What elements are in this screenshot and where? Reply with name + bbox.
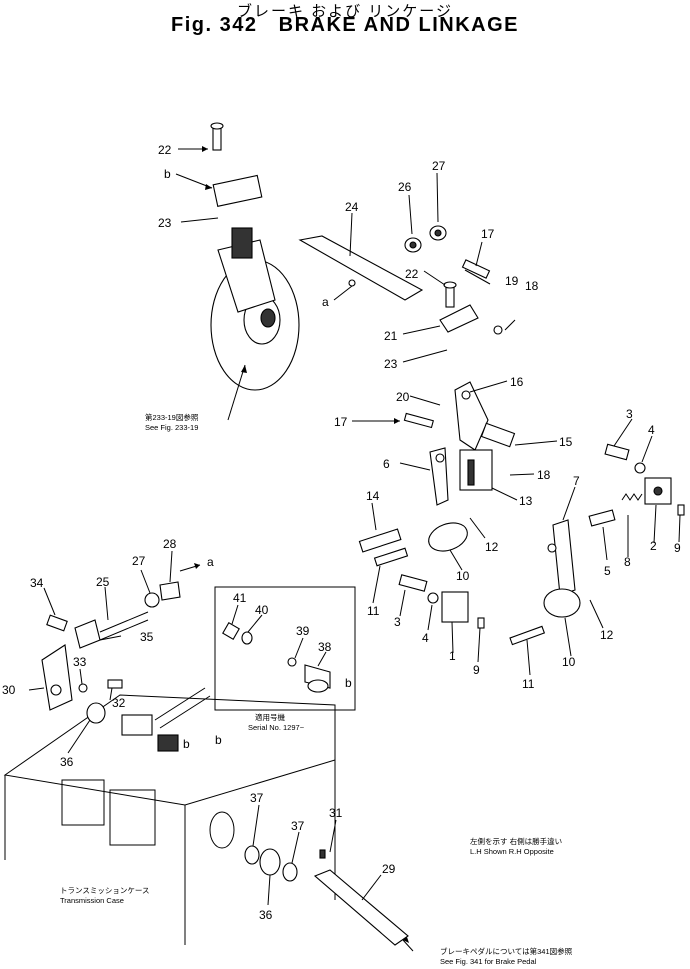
figure-title: BRAKE AND LINKAGE xyxy=(278,14,519,36)
part-label: 18 xyxy=(537,468,551,482)
part-label: 35 xyxy=(140,630,154,644)
part-label: 34 xyxy=(30,576,44,590)
figure-number: Fig. 342 xyxy=(171,14,258,36)
part-label: 4 xyxy=(648,423,655,437)
part-label: 3 xyxy=(394,615,401,629)
part-label: 12 xyxy=(485,540,499,554)
part-label: 3 xyxy=(626,407,633,421)
part-label: 25 xyxy=(96,575,110,589)
part-label: b xyxy=(183,737,190,751)
note-pedal-jp: ブレーキペダルについては第341図参照 xyxy=(440,946,573,956)
part-label: 22 xyxy=(158,143,172,157)
part-label: 21 xyxy=(384,329,398,343)
part-label: 37 xyxy=(291,819,305,833)
part-label: 11 xyxy=(367,604,380,618)
part-label: b xyxy=(215,733,222,747)
part-number-labels: 22 27 26 24 17 22 19 18 21 23 20 16 17 1… xyxy=(2,143,681,922)
part-label: 16 xyxy=(510,375,524,389)
bracket-13-lever-6 xyxy=(429,447,493,506)
part-label: 18 xyxy=(525,279,539,293)
note-lh-en: L.H Shown R.H Opposite xyxy=(470,847,554,856)
clevis-21 xyxy=(439,304,516,335)
adjuster-right xyxy=(588,443,685,527)
part-label: 33 xyxy=(73,655,87,669)
part-label: 9 xyxy=(473,663,480,677)
part-label: a xyxy=(207,555,214,569)
part-label: 36 xyxy=(259,908,273,922)
note-transmission-en: Transmission Case xyxy=(60,896,124,905)
transmission-case xyxy=(3,694,336,945)
part-label: b xyxy=(345,676,352,690)
part-label: 6 xyxy=(383,457,390,471)
part-label: 39 xyxy=(296,624,310,638)
part-label: 30 xyxy=(2,683,16,697)
shaft-29-and-seals xyxy=(244,845,409,946)
part-label: 17 xyxy=(334,415,348,429)
pins-and-pads xyxy=(358,522,581,646)
annotation-notes: 第233-19図参照 See Fig. 233-19 適用号機 Serial N… xyxy=(60,412,573,966)
part-label: 1 xyxy=(449,649,456,663)
part-label: 23 xyxy=(158,216,172,230)
lever-7 xyxy=(547,519,576,596)
nuts-26-27 xyxy=(404,225,447,253)
note-serial-jp: 適用号機 xyxy=(255,712,285,722)
part-label: 29 xyxy=(382,862,396,876)
part-label: 38 xyxy=(318,640,332,654)
arrow-heads xyxy=(194,146,409,943)
part-label: a xyxy=(322,295,329,309)
part-label: 10 xyxy=(562,655,576,669)
part-label: 10 xyxy=(456,569,470,583)
note-see-fig-233-en: See Fig. 233-19 xyxy=(145,423,198,432)
note-transmission-jp: トランスミッションケース xyxy=(60,886,149,895)
part-label: 26 xyxy=(398,180,412,194)
pins-upper xyxy=(443,259,491,308)
bell-crank-16 xyxy=(403,381,516,451)
leader-lines xyxy=(28,148,681,952)
detail-inset xyxy=(214,586,356,711)
part-label: 27 xyxy=(432,159,446,173)
part-label: 4 xyxy=(422,631,429,645)
part-label: 12 xyxy=(600,628,614,642)
part-label: b xyxy=(164,167,171,181)
part-label: 20 xyxy=(396,390,410,404)
part-label: 13 xyxy=(519,494,533,508)
title-japanese: ブレーキ および リンケージ xyxy=(236,3,454,20)
part-label: 37 xyxy=(250,791,264,805)
title-english: Fig. 342 BRAKE AND LINKAGE xyxy=(0,14,690,37)
note-lh-jp: 左側を示す 右側は勝手違い xyxy=(470,836,562,846)
part-label: 23 xyxy=(384,357,398,371)
part-label: 9 xyxy=(674,541,681,555)
part-label: 36 xyxy=(60,755,74,769)
note-see-fig-233-jp: 第233-19図参照 xyxy=(145,412,199,422)
note-serial-en: Serial No. 1297~ xyxy=(248,723,305,732)
part-label: 11 xyxy=(522,677,535,691)
part-label: 24 xyxy=(345,200,359,214)
part-label: 28 xyxy=(163,537,177,551)
part-label: 2 xyxy=(650,539,657,553)
part-label: 40 xyxy=(255,603,269,617)
link-24 xyxy=(298,235,424,301)
lower-left-linkage xyxy=(41,581,211,729)
part-label: 7 xyxy=(573,474,580,488)
part-label: 19 xyxy=(505,274,519,288)
part-label: 31 xyxy=(329,806,343,820)
part-label: 14 xyxy=(366,489,380,503)
part-label: 22 xyxy=(405,267,419,281)
part-label: 27 xyxy=(132,554,146,568)
note-pedal-en: See Fig. 341 for Brake Pedal xyxy=(440,957,537,966)
brake-drum-assembly xyxy=(210,122,300,391)
part-label: 5 xyxy=(604,564,611,578)
part-label: 41 xyxy=(233,591,247,605)
part-label: 32 xyxy=(112,696,126,710)
part-label: 15 xyxy=(559,435,573,449)
part-label: 8 xyxy=(624,555,631,569)
part-label: 17 xyxy=(481,227,495,241)
